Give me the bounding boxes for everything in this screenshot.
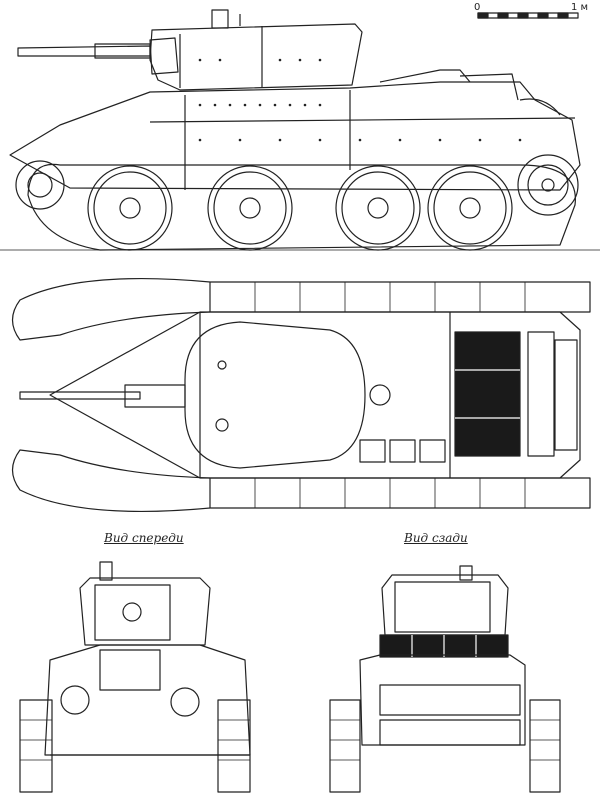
top-view	[11, 277, 591, 513]
drive-sprocket	[517, 154, 579, 216]
rear-left-track	[329, 699, 361, 793]
front-view-label: Вид спереди	[104, 531, 184, 545]
front-view	[19, 561, 251, 793]
track-top-right	[209, 477, 591, 509]
side-view	[0, 9, 600, 251]
idler-wheel	[15, 160, 65, 210]
rear-hull	[359, 654, 526, 746]
front-right-track	[217, 699, 251, 793]
track-top-left	[209, 281, 591, 313]
front-right-headlight	[170, 687, 200, 717]
rear-view-label: Вид сзади	[404, 531, 468, 545]
rear-right-track	[529, 699, 561, 793]
gun-barrel-side	[17, 45, 151, 57]
gun-barrel-top	[19, 391, 141, 400]
scale-start-label: 0	[474, 2, 481, 13]
turret-side	[149, 23, 363, 91]
front-hull	[44, 644, 251, 756]
rear-view	[329, 565, 561, 793]
scale-end-label: 1 м	[571, 2, 589, 13]
scale-bar	[477, 12, 579, 19]
track-side	[27, 163, 576, 251]
rear-turret	[381, 574, 509, 636]
front-left-headlight	[60, 685, 90, 715]
engine-grille	[454, 331, 521, 457]
road-wheels	[87, 165, 513, 251]
hull-side	[9, 81, 581, 191]
hull-top	[49, 311, 581, 479]
front-turret	[79, 577, 211, 646]
turret-top	[184, 321, 366, 469]
front-left-track	[19, 699, 53, 793]
turret-hatch	[211, 9, 229, 29]
